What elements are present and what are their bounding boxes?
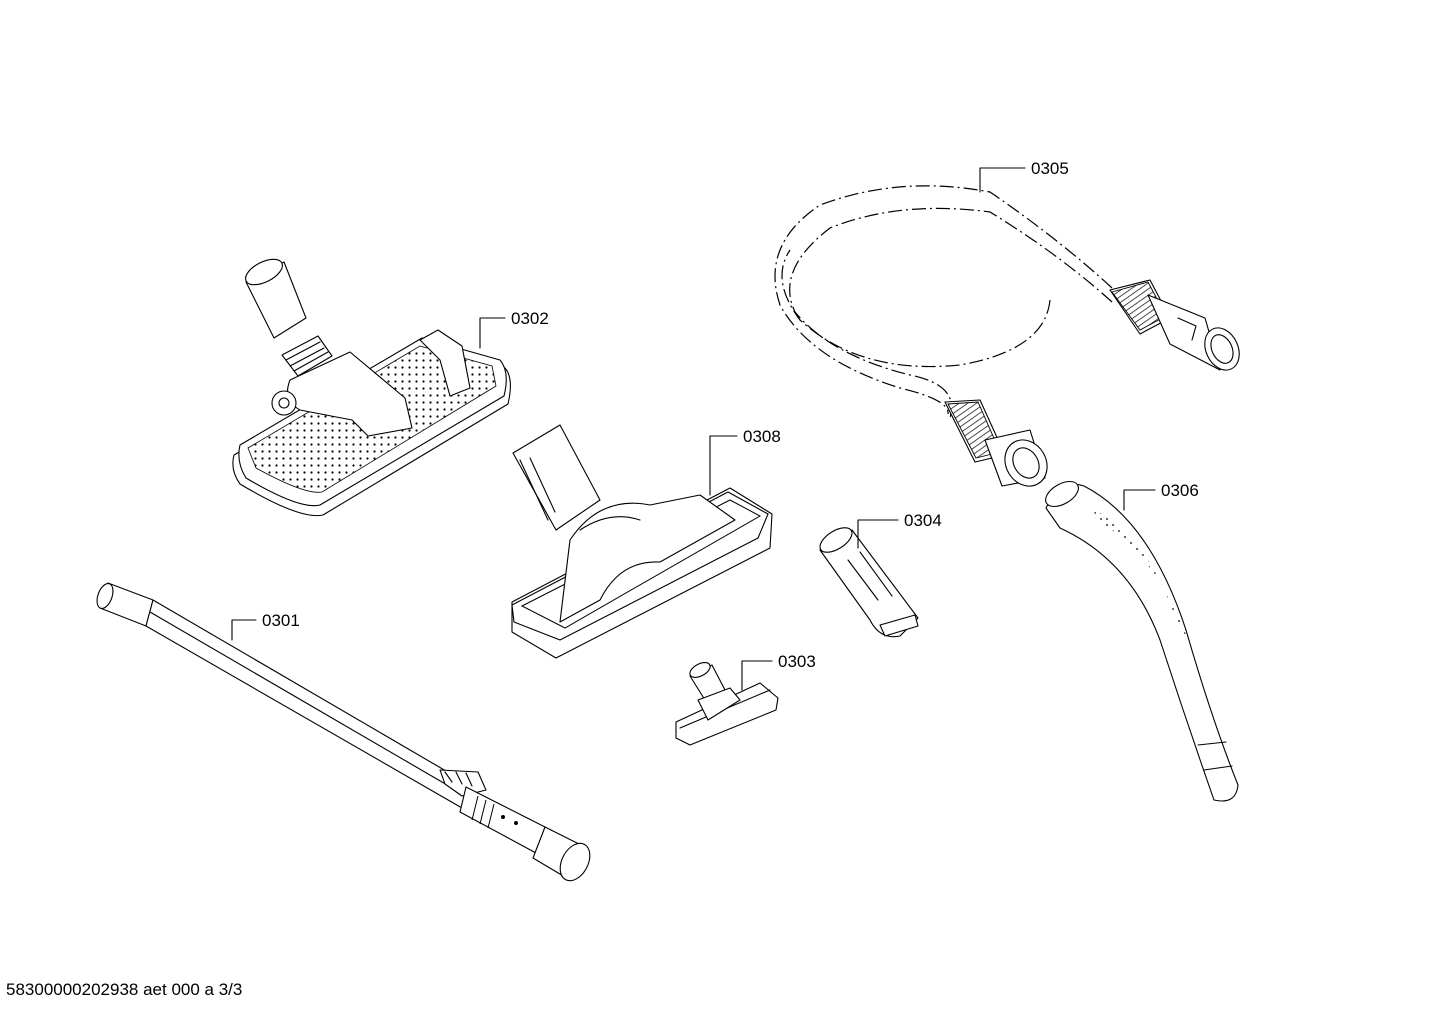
handle-drawing (1045, 480, 1239, 802)
callout-0305: 0305 (1031, 159, 1069, 178)
callout-0308: 0308 (743, 427, 781, 446)
hose-drawing (774, 185, 1240, 487)
document-code: 58300000202938 aet 000 a 3/3 (6, 980, 243, 999)
callout-0303: 0303 (778, 652, 816, 671)
telescopic-tube-drawing (96, 582, 591, 882)
parquet-nozzle-drawing (511, 424, 773, 659)
callout-0304: 0304 (904, 511, 942, 530)
leader-lines (231, 167, 1156, 691)
callout-0302: 0302 (511, 309, 549, 328)
crevice-nozzle-drawing (819, 527, 919, 638)
floor-nozzle-drawing (232, 258, 511, 517)
callout-0306: 0306 (1161, 481, 1199, 500)
upholstery-nozzle-drawing (675, 662, 779, 746)
callout-0301: 0301 (262, 611, 300, 630)
